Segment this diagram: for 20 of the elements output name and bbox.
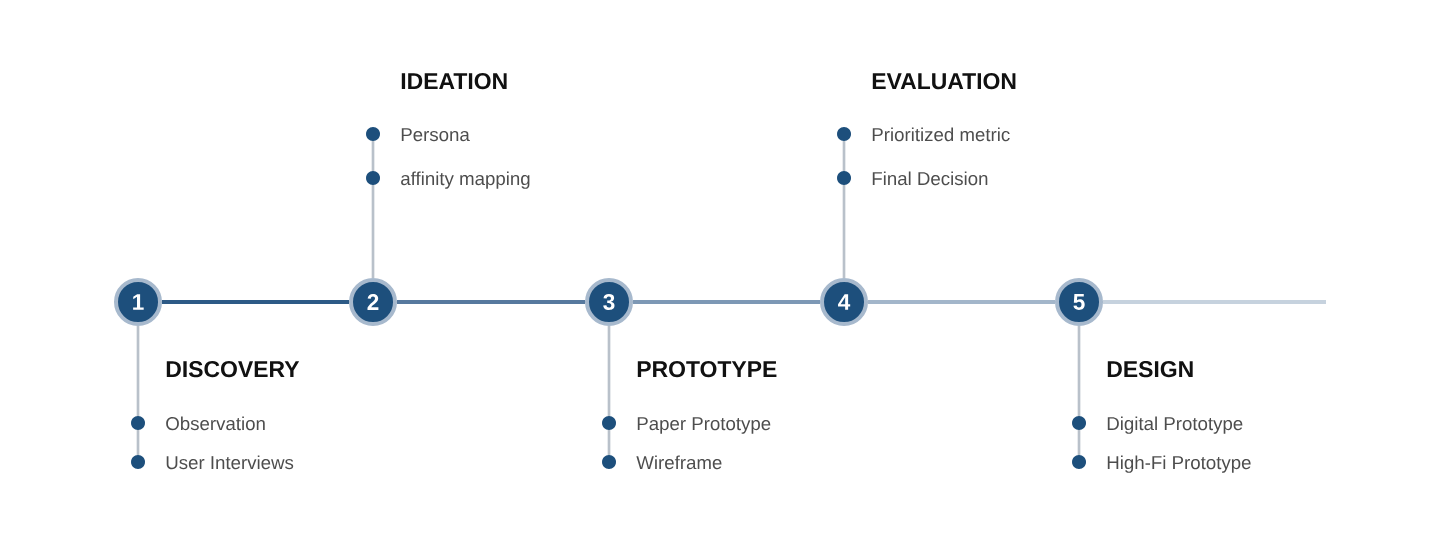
timeline-line — [633, 300, 820, 304]
bullet-text: Digital Prototype — [1107, 416, 1243, 434]
timeline-line — [1103, 300, 1326, 304]
bullet-text: Persona — [401, 128, 470, 142]
timeline-line — [397, 300, 585, 304]
stage-heading: IDEATION — [401, 73, 507, 90]
bullet-text: High-Fi Prototype — [1107, 455, 1251, 473]
timeline-line — [162, 300, 349, 304]
stage-heading: EVALUATION — [872, 73, 1016, 90]
bullet-text: Prioritized metric — [872, 127, 1010, 142]
bullet-text: Wireframe — [636, 455, 722, 470]
stage-heading: PROTOTYPE — [637, 361, 777, 378]
bullet-text: Observation — [166, 416, 265, 431]
bullet-text: affinity mapping — [401, 171, 530, 189]
timeline-line — [868, 300, 1055, 304]
bullet-text: Final Decision — [872, 171, 988, 186]
bullet-text: User Interviews — [166, 455, 294, 470]
stage-heading: DESIGN — [1107, 361, 1193, 378]
stage-heading: DISCOVERY — [166, 361, 300, 378]
bullet-text: Paper Prototype — [637, 417, 771, 434]
